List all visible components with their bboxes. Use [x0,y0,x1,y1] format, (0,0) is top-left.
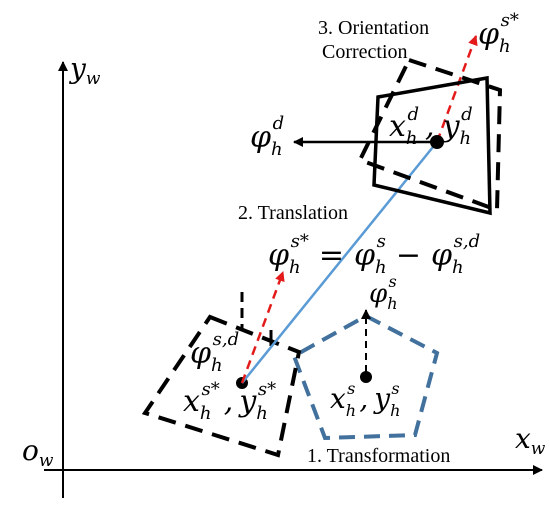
target-solid-quad [372,75,492,216]
x-axis-label-sub: w [531,439,546,459]
step-translation: 2. Translation [238,202,348,224]
target-center [430,135,444,149]
label-phi-h-s-d: φhs,d [190,329,239,376]
label-phi-h-s-star-top: φhs* [478,10,519,57]
translation-line [241,141,438,384]
label-target-position: xhd,yhd [389,104,473,149]
source-heading-red-arrow [240,271,285,384]
transformed-pentagon [291,313,440,441]
target-heading-red-arrow [435,35,478,143]
pentagon-center [360,371,372,383]
origin-label-sub: w [39,451,54,471]
step-orientation-line1: 3. Orientation [318,17,429,39]
label-phi-h-s: φhs [369,272,398,313]
x-axis-label: xw [515,422,546,459]
source-rectangle [141,314,302,458]
step-transformation: 1. Transformation [307,445,450,467]
label-phi-h-d: φhd [250,113,284,160]
y-axis-label-sub: w [86,69,101,89]
y-axis-label: yw [68,52,101,89]
label-orientation-equation: φhs*=φhs−φhs,d [268,231,480,278]
origin-label: ow [22,434,54,471]
label-pentagon-position: xhs,yhs [330,379,400,420]
label-source-position: xhs*,yhs* [183,379,276,424]
step-orientation-line2: Correction [322,41,408,63]
